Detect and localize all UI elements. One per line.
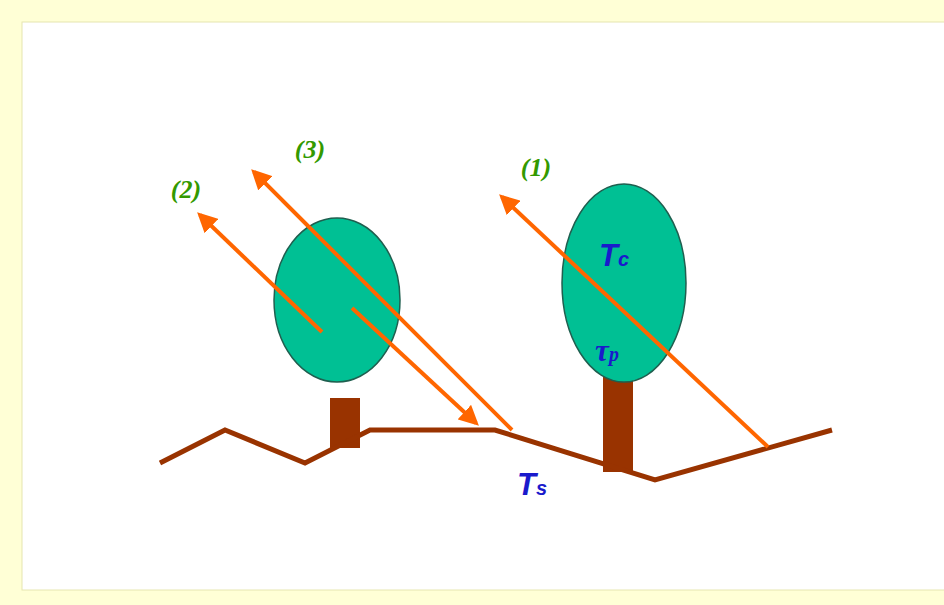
ray-arrow [352, 308, 476, 423]
ray-arrow [200, 215, 322, 332]
callout-number: (1) [521, 155, 551, 181]
symbol-label: τp [595, 335, 619, 366]
symbol-label: Ts [517, 469, 547, 500]
callout-number: (3) [295, 137, 325, 163]
callout-number: (2) [171, 177, 201, 203]
ray-arrow [502, 197, 768, 447]
panel-ground [22, 22, 944, 590]
symbol-label: Tc [599, 240, 629, 271]
tree-trunk [603, 375, 633, 472]
ray-arrow [254, 172, 512, 430]
ground-surface [160, 430, 832, 480]
